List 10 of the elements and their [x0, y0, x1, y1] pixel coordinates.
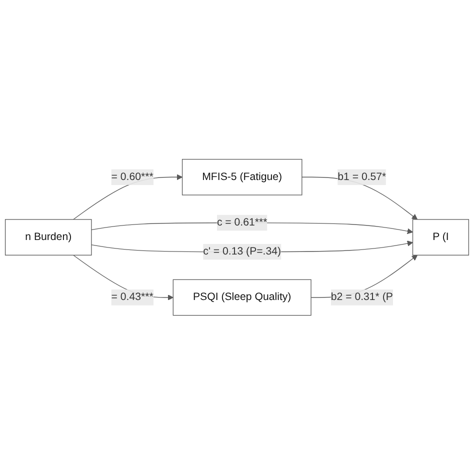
edge-label: = 0.43***: [111, 291, 154, 302]
edge-label: = 0.60***: [111, 170, 154, 182]
node-box: MFIS-5 (Fatigue): [182, 158, 302, 196]
edge-label: c = 0.61***: [216, 216, 268, 228]
edge-label: b1 = 0.57*: [338, 170, 386, 182]
node-box: P (I: [412, 218, 470, 256]
edge-label: b2 = 0.31* (P: [330, 291, 393, 302]
node-box: PSQI (Sleep Quality): [172, 278, 312, 316]
edge-label: c' = 0.13 (P=.34): [203, 246, 282, 257]
node-box: n Burden): [4, 218, 92, 256]
